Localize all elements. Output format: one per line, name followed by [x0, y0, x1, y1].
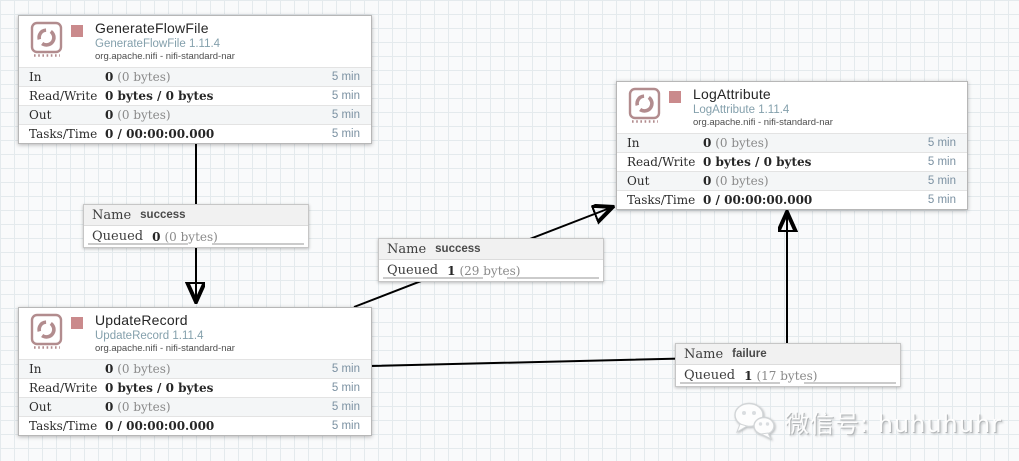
- processor-name: LogAttribute: [693, 86, 771, 102]
- stopped-state-icon: [71, 317, 83, 329]
- stat-window: 5 min: [331, 363, 360, 375]
- stat-value: 0 bytes / 0 bytes: [105, 381, 214, 395]
- queued-size: (0 bytes): [164, 229, 218, 244]
- connection-label-failure[interactable]: Name failure Queued 1 (17 bytes): [675, 343, 901, 387]
- watermark: 微信号: huhuhuhr: [731, 398, 1002, 444]
- connection-queued-row: Queued 0 (0 bytes): [84, 226, 308, 247]
- processor-header: GenerateFlowFile GenerateFlowFile 1.11.4…: [19, 16, 371, 67]
- stat-label: In: [29, 70, 42, 84]
- queued-count: 1: [744, 368, 753, 383]
- processor-bundle: org.apache.nifi - nifi-standard-nar: [95, 51, 235, 62]
- stat-row-readwrite: Read/Write 0 bytes / 0 bytes 5 min: [617, 152, 967, 171]
- stat-value: 0 (0 bytes): [105, 108, 171, 122]
- processor-type: GenerateFlowFile 1.11.4: [95, 38, 221, 50]
- stat-row-in: In 0 (0 bytes) 5 min: [617, 133, 967, 152]
- name-key: Name: [387, 241, 427, 257]
- queued-count: 1: [447, 263, 456, 278]
- stat-row-tasks: Tasks/Time 0 / 00:00:00.000 5 min: [19, 124, 371, 143]
- stat-value: 0 bytes / 0 bytes: [703, 155, 812, 169]
- connection-name-row: Name success: [84, 205, 308, 226]
- stat-value: 0 (0 bytes): [703, 174, 769, 188]
- stat-window: 5 min: [927, 175, 956, 187]
- queued-key: Queued: [92, 229, 144, 244]
- processor-type: LogAttribute 1.11.4: [693, 104, 790, 116]
- stat-value: 0 (0 bytes): [105, 362, 171, 376]
- relationship-name: success: [140, 209, 186, 221]
- stat-row-tasks: Tasks/Time 0 / 00:00:00.000 5 min: [617, 190, 967, 209]
- processor-generateflowfile[interactable]: GenerateFlowFile GenerateFlowFile 1.11.4…: [18, 15, 372, 144]
- connection-label-success-2[interactable]: Name success Queued 1 (29 bytes): [378, 238, 604, 282]
- connection-name-row: Name failure: [676, 344, 900, 365]
- processor-header: LogAttribute LogAttribute 1.11.4 org.apa…: [617, 82, 967, 133]
- processor-icon: [30, 21, 63, 57]
- stat-window: 5 min: [331, 401, 360, 413]
- connection-name-row: Name success: [379, 239, 603, 260]
- stat-row-readwrite: Read/Write 0 bytes / 0 bytes 5 min: [19, 378, 371, 397]
- connection-queued-row: Queued 1 (29 bytes): [379, 260, 603, 281]
- name-key: Name: [684, 346, 724, 362]
- processor-name: UpdateRecord: [95, 312, 188, 328]
- processor-header: UpdateRecord UpdateRecord 1.11.4 org.apa…: [19, 308, 371, 359]
- stat-window: 5 min: [331, 128, 360, 140]
- stat-value: 0 / 00:00:00.000: [703, 193, 813, 207]
- processor-name: GenerateFlowFile: [95, 20, 209, 36]
- processor-updaterecord[interactable]: UpdateRecord UpdateRecord 1.11.4 org.apa…: [18, 307, 372, 436]
- connection-queued-row: Queued 1 (17 bytes): [676, 365, 900, 386]
- stat-value: 0 (0 bytes): [703, 136, 769, 150]
- stat-window: 5 min: [927, 194, 956, 206]
- stat-window: 5 min: [331, 109, 360, 121]
- stat-label: Out: [29, 400, 52, 414]
- queued-count: 0: [152, 229, 161, 244]
- stat-row-tasks: Tasks/Time 0 / 00:00:00.000 5 min: [19, 416, 371, 435]
- stopped-state-icon: [71, 25, 83, 37]
- queued-size: (29 bytes): [459, 263, 521, 278]
- queued-key: Queued: [387, 263, 439, 278]
- stat-row-out: Out 0 (0 bytes) 5 min: [19, 397, 371, 416]
- connection-label-success-1[interactable]: Name success Queued 0 (0 bytes): [83, 204, 309, 248]
- stat-window: 5 min: [331, 71, 360, 83]
- processor-bundle: org.apache.nifi - nifi-standard-nar: [95, 343, 235, 354]
- stat-label: Tasks/Time: [627, 193, 696, 207]
- watermark-text: 微信号: huhuhuhr: [785, 409, 1003, 438]
- stat-label: In: [29, 362, 42, 376]
- stat-value: 0 / 00:00:00.000: [105, 127, 215, 141]
- relationship-name: failure: [732, 348, 767, 360]
- stat-label: Tasks/Time: [29, 419, 98, 433]
- stat-window: 5 min: [927, 156, 956, 168]
- stat-value: 0 (0 bytes): [105, 400, 171, 414]
- stat-row-out: Out 0 (0 bytes) 5 min: [617, 171, 967, 190]
- queued-key: Queued: [684, 368, 736, 383]
- queued-size: (17 bytes): [756, 368, 818, 383]
- processor-logattribute[interactable]: LogAttribute LogAttribute 1.11.4 org.apa…: [616, 81, 968, 210]
- stat-window: 5 min: [331, 90, 360, 102]
- stat-value: 0 (0 bytes): [105, 70, 171, 84]
- name-key: Name: [92, 207, 132, 223]
- stopped-state-icon: [669, 91, 681, 103]
- processor-bundle: org.apache.nifi - nifi-standard-nar: [693, 117, 833, 128]
- relationship-name: success: [435, 243, 481, 255]
- stat-label: In: [627, 136, 640, 150]
- stat-label: Tasks/Time: [29, 127, 98, 141]
- stat-window: 5 min: [331, 382, 360, 394]
- stat-label: Read/Write: [29, 89, 98, 103]
- stat-window: 5 min: [331, 420, 360, 432]
- stat-value: 0 bytes / 0 bytes: [105, 89, 214, 103]
- wechat-icon: [734, 402, 775, 441]
- processor-icon: [30, 313, 63, 349]
- stat-value: 0 / 00:00:00.000: [105, 419, 215, 433]
- stat-row-in: In 0 (0 bytes) 5 min: [19, 67, 371, 86]
- processor-icon: [628, 87, 661, 123]
- stat-row-in: In 0 (0 bytes) 5 min: [19, 359, 371, 378]
- stat-label: Read/Write: [29, 381, 98, 395]
- stat-row-out: Out 0 (0 bytes) 5 min: [19, 105, 371, 124]
- stat-window: 5 min: [927, 137, 956, 149]
- stat-label: Out: [29, 108, 52, 122]
- processor-type: UpdateRecord 1.11.4: [95, 330, 204, 342]
- stat-label: Read/Write: [627, 155, 696, 169]
- stat-label: Out: [627, 174, 650, 188]
- stat-row-readwrite: Read/Write 0 bytes / 0 bytes 5 min: [19, 86, 371, 105]
